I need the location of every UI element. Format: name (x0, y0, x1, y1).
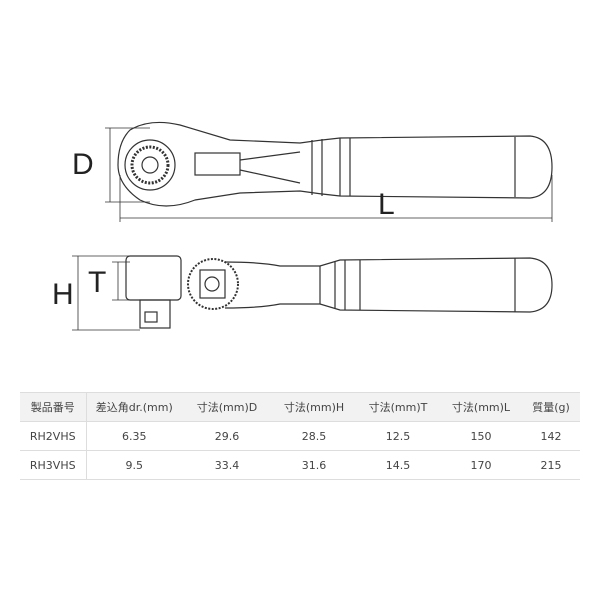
header-cell: 製品番号 (20, 392, 87, 422)
ratchet-drawing (72, 121, 553, 331)
table-cell: 142 (522, 421, 580, 451)
dimension-label-t: T (88, 266, 107, 299)
ratchet-side-view (125, 255, 553, 329)
header-cell: 寸法(mm)H (272, 392, 356, 422)
table-row: RH2VHS 6.35 29.6 28.5 12.5 150 142 (20, 421, 580, 451)
dimension-label-d: D (72, 148, 94, 181)
table-cell: 9.5 (86, 450, 182, 480)
header-cell: 寸法(mm)D (182, 392, 272, 422)
spec-table: 製品番号 差込角dr.(mm) 寸法(mm)D 寸法(mm)H 寸法(mm)T … (20, 392, 580, 480)
table-cell: 14.5 (356, 450, 440, 480)
dimension-label-h: H (52, 278, 74, 311)
table-cell: RH2VHS (20, 421, 87, 451)
table-cell: 170 (440, 450, 522, 480)
header-cell: 質量(g) (522, 392, 580, 422)
dimension-label-l: L (378, 188, 395, 221)
table-cell: 31.6 (272, 450, 356, 480)
dimension-d-line (105, 127, 553, 222)
table-cell: 28.5 (272, 421, 356, 451)
table-cell: 150 (440, 421, 522, 451)
table-header-row: 製品番号 差込角dr.(mm) 寸法(mm)D 寸法(mm)H 寸法(mm)T … (20, 392, 580, 422)
header-cell: 寸法(mm)T (356, 392, 440, 422)
table-cell: 6.35 (86, 421, 182, 451)
table-cell: 29.6 (182, 421, 272, 451)
table-cell: RH3VHS (20, 450, 87, 480)
table-cell: 215 (522, 450, 580, 480)
table-cell: 12.5 (356, 421, 440, 451)
ratchet-top-view (117, 121, 553, 207)
table-row: RH3VHS 9.5 33.4 31.6 14.5 170 215 (20, 450, 580, 480)
table-cell: 33.4 (182, 450, 272, 480)
header-cell: 差込角dr.(mm) (86, 392, 182, 422)
dimension-h-t-lines (72, 255, 140, 331)
header-cell: 寸法(mm)L (440, 392, 522, 422)
